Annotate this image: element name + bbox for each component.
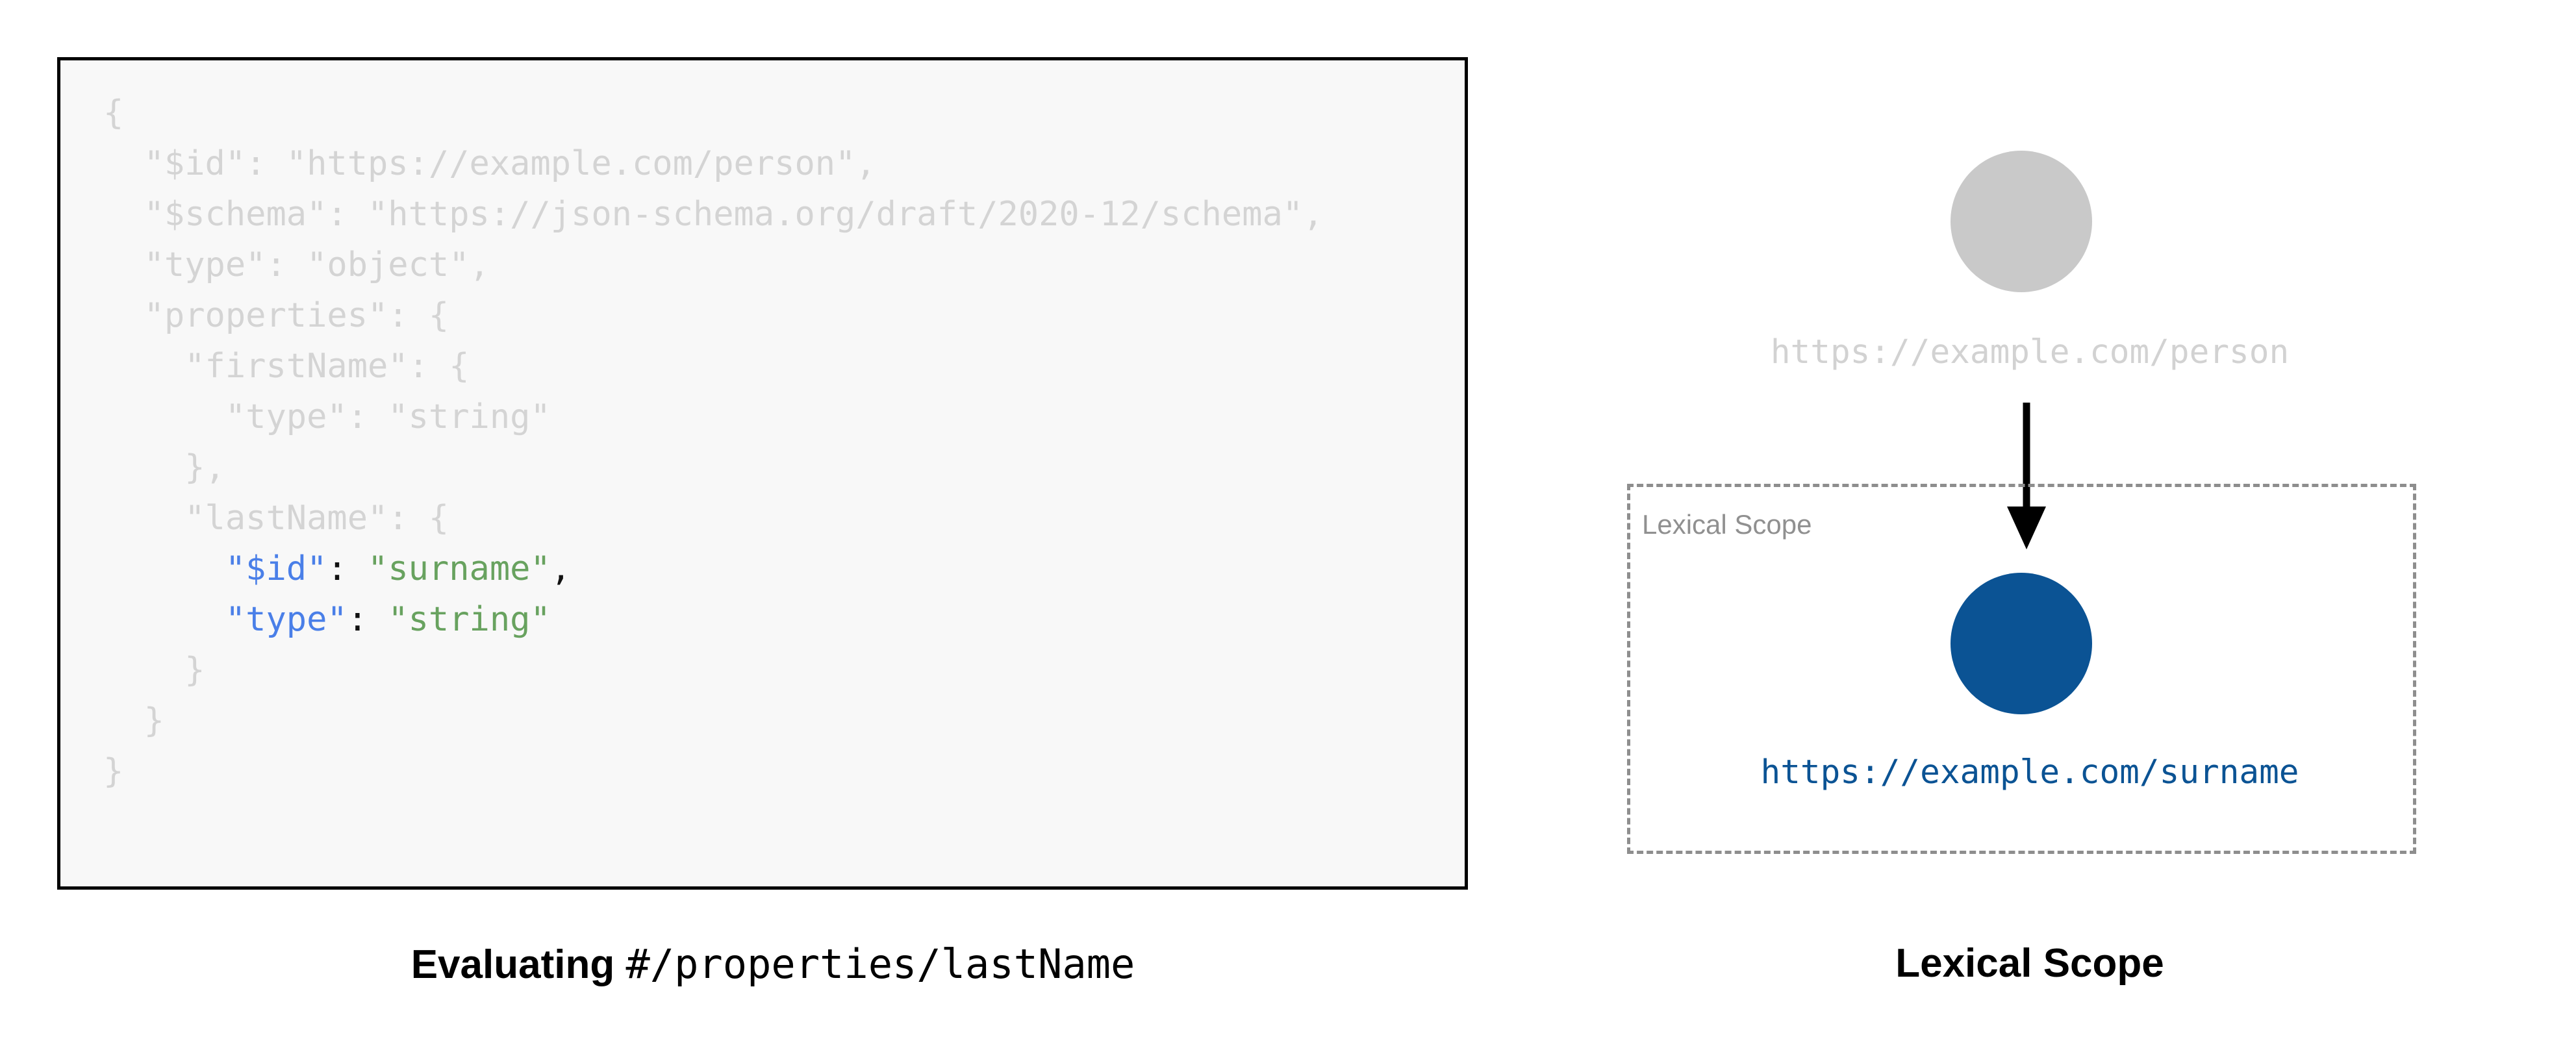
code-line: "type": "string": [103, 392, 1323, 442]
code-token: "string": [388, 600, 551, 639]
code-token: "$schema": "https://json-schema.org/draf…: [144, 195, 1324, 234]
code-lines-container: { "$id": "https://example.com/person", "…: [103, 88, 1323, 797]
code-line: }: [103, 695, 1323, 746]
code-token: }: [103, 752, 124, 791]
evaluating-caption-bold: Evaluating: [410, 942, 615, 987]
code-token: "$id": [225, 549, 327, 588]
code-token: "firstName": {: [184, 347, 470, 386]
code-token: :: [327, 549, 368, 588]
code-line: "properties": {: [103, 290, 1323, 341]
code-token: "type": "string": [225, 397, 551, 436]
code-token: "type": "object",: [144, 245, 490, 284]
lexical-scope-caption: Lexical Scope: [1895, 941, 2164, 986]
node-person-label: https://example.com/person: [1770, 333, 2290, 371]
node-surname-label: https://example.com/surname: [1760, 753, 2299, 792]
code-line: "$id": "https://example.com/person",: [103, 138, 1323, 189]
code-line: "$schema": "https://json-schema.org/draf…: [103, 189, 1324, 240]
code-token: }: [144, 701, 164, 740]
code-panel: { "$id": "https://example.com/person", "…: [0, 57, 1546, 988]
json-schema-code-block: { "$id": "https://example.com/person", "…: [57, 57, 1468, 890]
arrow-down-icon: [2007, 403, 2046, 549]
lexical-scope-inner-label: Lexical Scope: [1642, 509, 1812, 540]
code-token: },: [184, 448, 225, 487]
node-person-circle-icon: [1951, 151, 2092, 292]
code-line: "lastName": {: [103, 493, 1323, 544]
code-token: {: [103, 94, 124, 132]
evaluating-caption: Evaluating #/properties/lastName: [0, 940, 1546, 988]
code-line: "firstName": {: [103, 341, 1323, 392]
code-token: ,: [550, 549, 572, 588]
lexical-scope-boundary: [1627, 484, 2416, 854]
code-line: }: [103, 746, 1323, 797]
evaluating-caption-pointer: #/properties/lastName: [625, 940, 1135, 988]
node-surname-circle-icon: [1951, 573, 2092, 714]
code-token: }: [184, 651, 205, 690]
code-line: {: [103, 88, 1323, 138]
code-line: "$id": "surname",: [103, 544, 1323, 594]
code-token: :: [347, 600, 388, 639]
code-line: },: [103, 442, 1323, 493]
code-line: }: [103, 645, 1323, 695]
code-line: "type": "string": [103, 594, 1323, 645]
lexical-scope-diagram: https://example.com/person Lexical Scope…: [1546, 0, 2576, 1039]
code-token: "lastName": {: [184, 499, 449, 538]
code-token: "surname": [368, 549, 551, 588]
code-token: "$id": "https://example.com/person",: [144, 144, 876, 183]
code-token: "type": [225, 600, 347, 639]
code-token: "properties": {: [144, 296, 449, 335]
code-line: "type": "object",: [103, 240, 1323, 290]
